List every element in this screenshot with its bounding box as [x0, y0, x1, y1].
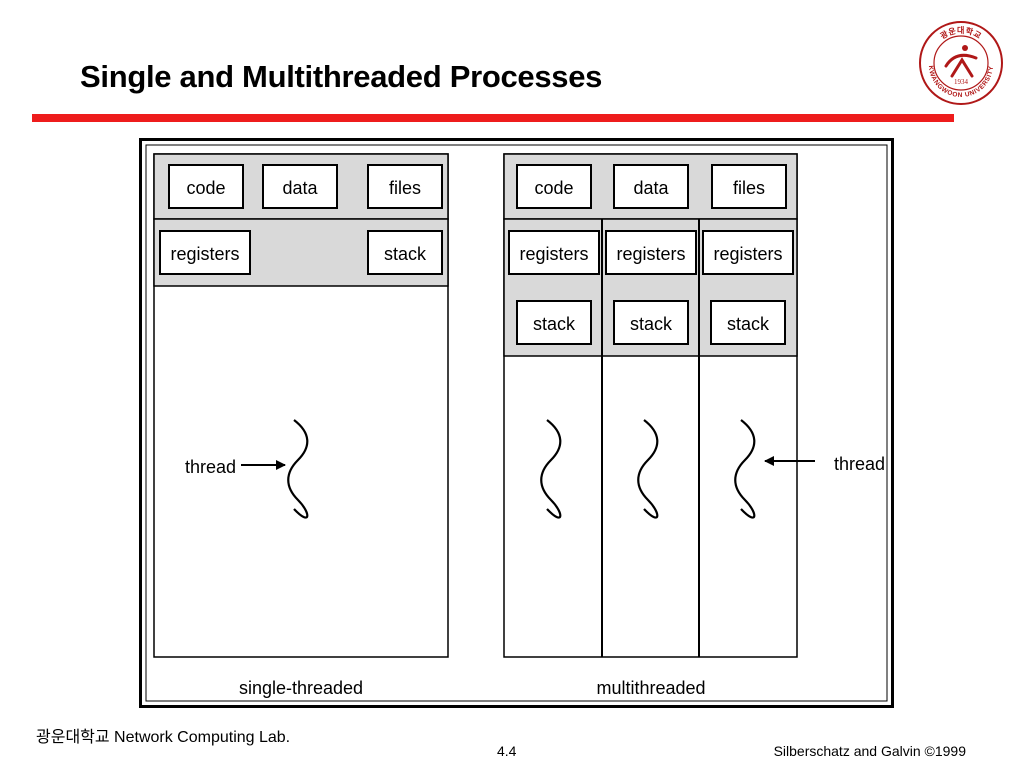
single-data-box: [262, 164, 338, 209]
multi-code-label: code: [534, 178, 573, 198]
single-registers-label: registers: [170, 244, 239, 264]
multi-thread-squiggle-3: [734, 419, 756, 519]
multi-registers-label-3: registers: [713, 244, 782, 264]
title-underline-bar: [32, 114, 954, 122]
university-seal: 광운대학교 KWANGWOON UNIVERSITY 1934: [919, 21, 1003, 105]
single-files-label: files: [389, 178, 421, 198]
multi-registers-box-1: [508, 230, 600, 275]
thread-diagram-svg: code data files registers stack thread s…: [139, 138, 894, 708]
single-stack-box: [367, 230, 443, 275]
multi-files-box: [711, 164, 787, 209]
multi-thread-label: thread: [834, 454, 885, 474]
single-files-box: [367, 164, 443, 209]
single-stack-label: stack: [384, 244, 427, 264]
seal-year-text: 1934: [954, 78, 969, 86]
multi-stack-label-1: stack: [533, 314, 576, 334]
multi-registers-label-2: registers: [616, 244, 685, 264]
multi-stack-box-3: [710, 300, 786, 345]
single-threaded-process: code data files registers stack thread s…: [153, 153, 449, 698]
multi-files-label: files: [733, 178, 765, 198]
thread-diagram: code data files registers stack thread s…: [139, 138, 894, 708]
svg-text:광운대학교: 광운대학교: [938, 25, 983, 41]
single-code-box: [168, 164, 244, 209]
single-threaded-caption: single-threaded: [239, 678, 363, 698]
footer-lab-name: 광운대학교 Network Computing Lab.: [36, 729, 291, 746]
single-code-label: code: [186, 178, 225, 198]
multi-registers-box-3: [702, 230, 794, 275]
multi-registers-box-2: [605, 230, 697, 275]
footer-credit: Silberschatz and Galvin ©1999: [773, 743, 966, 759]
multi-data-label: data: [633, 178, 669, 198]
seal-name-text: 광운대학교: [938, 25, 982, 41]
multi-thread-squiggle-1: [540, 419, 562, 519]
multi-stack-label-2: stack: [630, 314, 673, 334]
single-thread-squiggle: [287, 419, 309, 519]
multithreaded-process: code data files registers stack register…: [503, 153, 885, 698]
multithreaded-caption: multithreaded: [596, 678, 705, 698]
single-thread-label: thread: [185, 457, 236, 477]
multi-data-box: [613, 164, 689, 209]
multi-code-box: [516, 164, 592, 209]
multi-stack-box-1: [516, 300, 592, 345]
multi-stack-label-3: stack: [727, 314, 770, 334]
single-data-label: data: [282, 178, 318, 198]
figure-inner-frame: [145, 144, 888, 702]
multi-registers-label-1: registers: [519, 244, 588, 264]
slide-title: Single and Multithreaded Processes: [80, 59, 603, 94]
single-registers-box: [159, 230, 251, 275]
multi-thread-squiggle-2: [637, 419, 659, 519]
multi-stack-box-2: [613, 300, 689, 345]
page-number: 4.4: [497, 743, 517, 759]
